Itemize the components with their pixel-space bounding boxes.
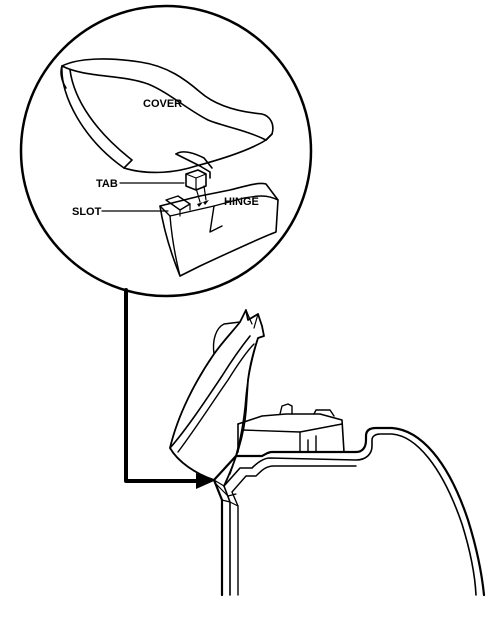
cover-part [60,58,274,191]
hinge-label: HINGE [224,196,259,208]
detail-callout: COVER TAB SLOT HINGE [19,4,313,298]
cap-assembly [237,403,345,453]
hinge-part [159,182,279,277]
open-cover [169,309,265,487]
tab-label: TAB [96,178,118,190]
pointer-arrow [124,288,214,489]
cover-label: COVER [143,98,182,110]
assembly-view [169,309,486,597]
slot-label: SLOT [72,206,102,218]
housing-wall [212,426,486,597]
detail-circle [19,4,313,298]
